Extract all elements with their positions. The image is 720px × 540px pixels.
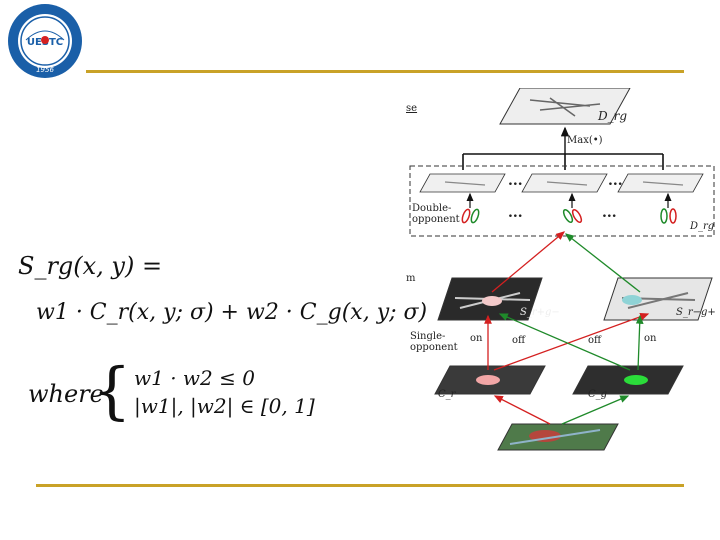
d-rg-small-label: D_rg	[690, 221, 715, 232]
opponent-diagram: se m D_rg Max(•) Double- opponent D_rg .…	[400, 87, 720, 460]
double-opponent-box	[409, 165, 715, 237]
double-opponent-label: Double- opponent	[412, 203, 460, 225]
on-label-2: on	[644, 333, 657, 344]
formula-condition-1: w1 · w2 ≤ 0	[134, 366, 255, 390]
off-label-2: off	[588, 335, 602, 346]
d-rg-label: D_rg	[598, 109, 628, 123]
formula-brace: {	[92, 354, 132, 427]
uestc-logo: UESTC 1956	[8, 4, 82, 78]
on-label-1: on	[470, 333, 483, 344]
cut-label-mid: m	[406, 273, 416, 284]
s-rg-minus-label: S_r+g−	[520, 307, 560, 318]
dots-4: ...	[602, 205, 617, 221]
formula-condition-2: |w1|, |w2| ∈ [0, 1]	[134, 394, 315, 418]
logo-year: 1956	[36, 66, 54, 74]
dots-1: ...	[508, 173, 523, 189]
s-rg-plus-label: S_r−g+	[676, 307, 716, 318]
bottom-rule	[36, 484, 684, 487]
receptive-field-1	[461, 208, 480, 224]
cut-label-top: se	[406, 103, 418, 114]
top-map	[499, 87, 631, 125]
c-g-label: C_g	[588, 389, 608, 400]
formula-where: where	[28, 380, 104, 408]
diagram-graphic	[409, 87, 715, 451]
c-r-label: C_r	[438, 389, 456, 400]
dots-2: ...	[608, 173, 623, 189]
receptive-field-2	[562, 209, 583, 223]
formula-line-2: w1 · C_r(x, y; σ) + w2 · C_g(x, y; σ)	[36, 300, 428, 325]
single-opponent-label: Single- opponent	[410, 331, 458, 353]
dots-3: ...	[508, 205, 523, 221]
off-label-1: off	[512, 335, 526, 346]
receptive-field-3	[660, 208, 677, 224]
top-rule	[86, 70, 684, 73]
formula-line-1: S_rg(x, y) =	[18, 252, 163, 280]
max-label: Max(•)	[567, 135, 603, 146]
